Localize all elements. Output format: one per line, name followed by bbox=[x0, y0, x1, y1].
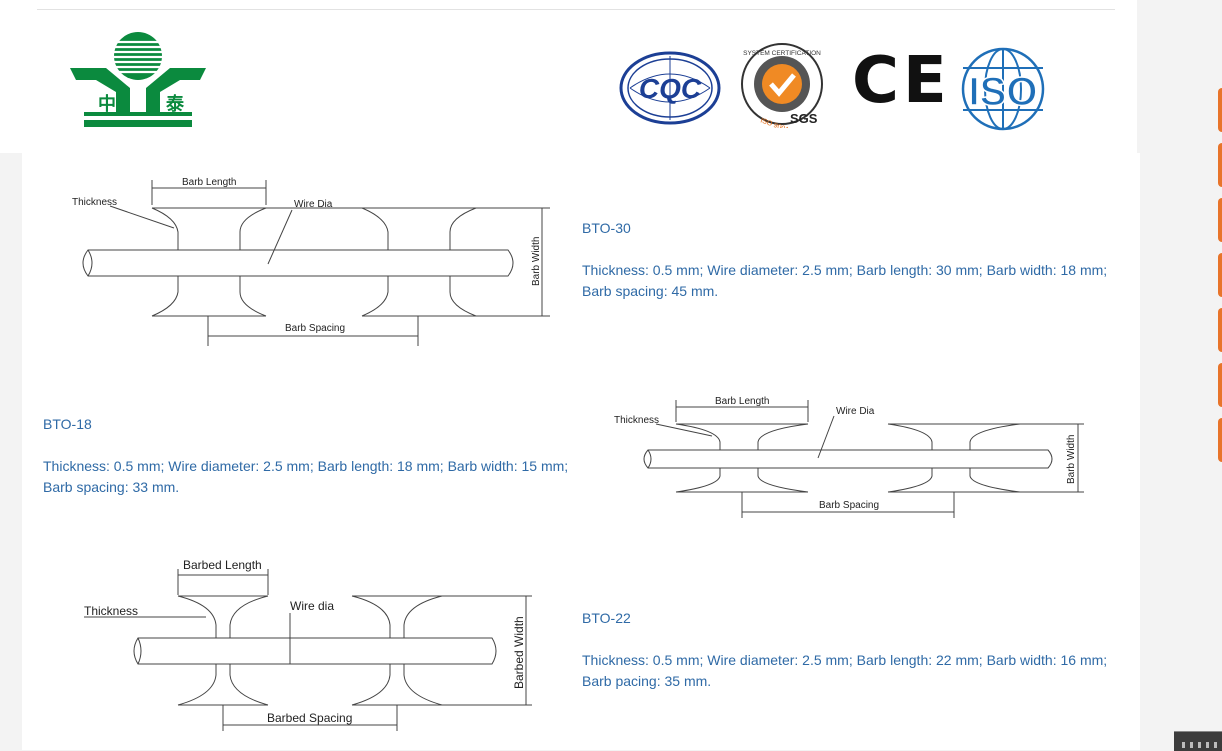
company-logo[interactable]: 中 泰 bbox=[66, 30, 210, 135]
product-name-bto-22: BTO-22 bbox=[582, 610, 631, 626]
product-name-bto-30: BTO-30 bbox=[582, 220, 631, 236]
desc-line: Thickness: 0.5 mm; Wire diameter: 2.5 mm… bbox=[582, 652, 1108, 668]
label-barb-width: Barb Width bbox=[1066, 435, 1077, 484]
side-tab-2[interactable] bbox=[1218, 143, 1222, 187]
main-content bbox=[22, 153, 1140, 750]
label-barb-spacing: Barb Spacing bbox=[819, 500, 879, 511]
desc-line: Barb pacing: 35 mm. bbox=[582, 673, 712, 689]
side-tab-6[interactable] bbox=[1218, 363, 1222, 407]
label-wire-dia: Wire dia bbox=[290, 599, 334, 613]
desc-line: Barb spacing: 33 mm. bbox=[43, 479, 180, 495]
logo-char-1: 中 bbox=[98, 93, 116, 114]
label-barbed-width: Barbed Width bbox=[512, 616, 526, 689]
product-desc-bto-30: Thickness: 0.5 mm; Wire diameter: 2.5 mm… bbox=[582, 260, 1107, 302]
product-desc-bto-22: Thickness: 0.5 mm; Wire diameter: 2.5 mm… bbox=[582, 650, 1107, 692]
diagram-bto-18: Barb Length Thickness Wire Dia Barb Spac… bbox=[614, 396, 1084, 518]
label-barb-width: Barb Width bbox=[531, 237, 542, 286]
sgs-text: SGS bbox=[790, 111, 818, 126]
cqc-logo: CQC bbox=[619, 51, 721, 125]
diagram-bto-30: Barb Length Thickness Wire Dia Barb Spac… bbox=[72, 177, 550, 346]
label-thickness: Thickness bbox=[84, 604, 138, 618]
header-divider bbox=[37, 9, 1115, 10]
desc-line: Barb spacing: 45 mm. bbox=[582, 283, 719, 299]
diagram-bto-22: Barbed Length Thickness Wire dia Barbed … bbox=[84, 558, 532, 731]
desc-line: Thickness: 0.5 mm; Wire diameter: 2.5 mm… bbox=[582, 262, 1108, 278]
ce-mark: CE bbox=[852, 44, 951, 118]
label-barbed-length: Barbed Length bbox=[183, 558, 262, 572]
desc-line: Thickness: 0.5 mm; Wire diameter: 2.5 mm… bbox=[43, 458, 569, 474]
label-barb-spacing: Barb Spacing bbox=[285, 323, 345, 334]
product-name-bto-18: BTO-18 bbox=[43, 416, 92, 432]
label-wire-dia: Wire Dia bbox=[836, 406, 875, 417]
side-tab-1[interactable] bbox=[1218, 88, 1222, 132]
logo-char-2: 泰 bbox=[165, 93, 185, 114]
side-tab-7[interactable] bbox=[1218, 418, 1222, 462]
iso-text: ISO bbox=[969, 70, 1038, 114]
sgs-ring-text: SYSTEM CERTIFICATION bbox=[743, 50, 821, 57]
label-wire-dia: Wire Dia bbox=[294, 199, 333, 210]
side-tab-4[interactable] bbox=[1218, 253, 1222, 297]
label-barbed-spacing: Barbed Spacing bbox=[267, 711, 352, 725]
label-barb-length: Barb Length bbox=[182, 177, 237, 188]
cqc-text: CQC bbox=[639, 73, 702, 104]
side-tab-3[interactable] bbox=[1218, 198, 1222, 242]
side-tab-5[interactable] bbox=[1218, 308, 1222, 352]
label-thickness: Thickness bbox=[72, 197, 117, 208]
product-desc-bto-18: Thickness: 0.5 mm; Wire diameter: 2.5 mm… bbox=[43, 456, 568, 498]
label-thickness: Thickness bbox=[614, 415, 659, 426]
iso-logo: ISO bbox=[961, 47, 1045, 131]
sgs-logo: SYSTEM CERTIFICATION ISO 9001:2000 SGS bbox=[741, 43, 823, 128]
label-barb-length: Barb Length bbox=[715, 396, 770, 407]
site-header: 中 泰 CQC SYSTEM CERTIFICATION ISO 9001:20… bbox=[0, 0, 1137, 153]
corner-widget[interactable] bbox=[1174, 731, 1222, 751]
